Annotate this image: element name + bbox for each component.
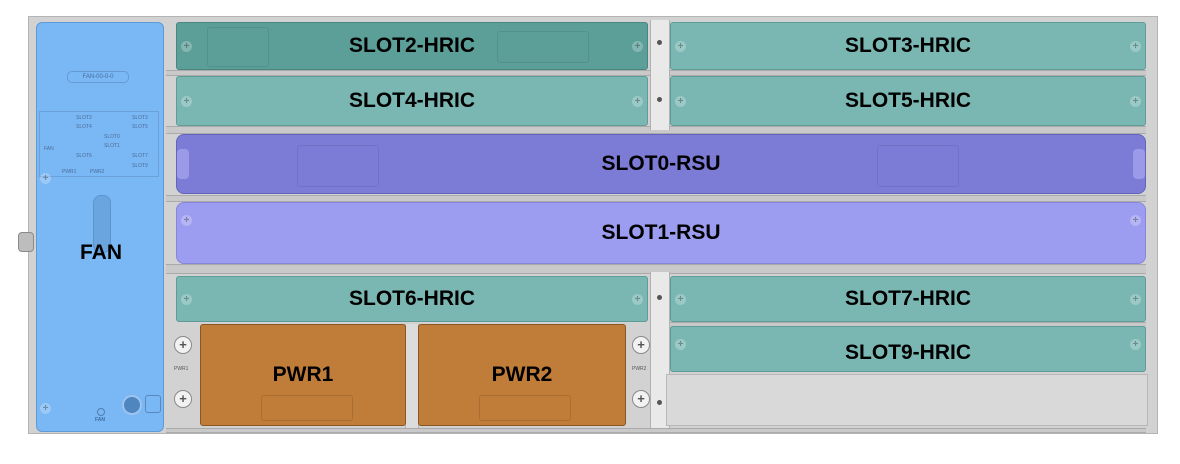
fan-model-tag: FAN-00-0-0 xyxy=(67,71,129,83)
slot2-card[interactable]: + + SLOT2-HRIC xyxy=(176,22,648,70)
slot9-screw-icon: + xyxy=(1130,339,1141,350)
fan-label: FAN xyxy=(80,241,122,264)
fan-map-label: SLOT6 xyxy=(76,153,92,159)
fan-led-icon xyxy=(97,408,105,416)
slot6-card[interactable]: + + SLOT6-HRIC xyxy=(176,276,648,322)
fan-screw-icon: + xyxy=(40,403,51,414)
slot2-screw-icon: + xyxy=(181,41,192,52)
slot2-screw-icon: + xyxy=(632,41,643,52)
slot3-card[interactable]: + + SLOT3-HRIC xyxy=(670,22,1146,70)
fan-map-label: SLOT7 xyxy=(132,153,148,159)
slot7-screw-icon: + xyxy=(1130,294,1141,305)
empty-slot-bay xyxy=(666,374,1148,426)
slot7-card[interactable]: + + SLOT7-HRIC xyxy=(670,276,1146,322)
esd-icon xyxy=(145,395,161,413)
pwr1-handle-outline xyxy=(261,395,353,421)
fan-map-label: SLOT4 xyxy=(76,124,92,130)
slot5-screw-icon: + xyxy=(675,96,686,107)
pwr2-module[interactable]: PWR2 xyxy=(418,324,626,426)
slot4-screw-icon: + xyxy=(181,96,192,107)
divider-screw xyxy=(657,295,662,300)
pwr2-handle-outline xyxy=(479,395,571,421)
fan-release-knob[interactable] xyxy=(122,395,142,415)
slot9-card[interactable]: + + SLOT9-HRIC xyxy=(670,326,1146,372)
slot5-screw-icon: + xyxy=(1130,96,1141,107)
fan-map-label: SLOT0 xyxy=(104,134,120,140)
slot4-card[interactable]: + + SLOT4-HRIC xyxy=(176,76,648,126)
slot9-screw-icon: + xyxy=(675,339,686,350)
slot7-label: SLOT7-HRIC xyxy=(845,287,971,310)
pwr1-top-screw-icon[interactable]: + xyxy=(174,336,192,354)
pwr2-tag: PWR2 xyxy=(632,366,647,372)
fan-map-label: FAN xyxy=(44,146,54,152)
fan-map-label: SLOT9 xyxy=(132,163,148,169)
pwr2-top-screw-icon[interactable]: + xyxy=(632,336,650,354)
divider-upper xyxy=(650,20,670,130)
slot0-right-handle[interactable] xyxy=(1133,149,1145,179)
slot1-screw-icon: + xyxy=(1130,215,1141,226)
slot2-label: SLOT2-HRIC xyxy=(349,34,475,57)
card-faceplate-detail xyxy=(877,145,959,187)
divider-screw xyxy=(657,97,662,102)
slot3-label: SLOT3-HRIC xyxy=(845,34,971,57)
divider-screw xyxy=(657,40,662,45)
slot0-card[interactable]: SLOT0-RSU xyxy=(176,134,1146,194)
pwr2-bottom-screw-icon[interactable]: + xyxy=(632,390,650,408)
slot1-card[interactable]: + + SLOT1-RSU xyxy=(176,202,1146,264)
fan-led-label: FAN xyxy=(95,417,105,423)
fan-map-label: SLOT5 xyxy=(132,124,148,130)
slot4-screw-icon: + xyxy=(632,96,643,107)
slot0-label: SLOT0-RSU xyxy=(601,152,721,175)
rail-bottom xyxy=(166,428,1146,433)
fan-map-label: SLOT1 xyxy=(104,143,120,149)
slot6-label: SLOT6-HRIC xyxy=(349,287,475,310)
pwr1-tag: PWR1 xyxy=(174,366,189,372)
card-faceplate-detail xyxy=(297,145,379,187)
slot7-screw-icon: + xyxy=(675,294,686,305)
slot1-label: SLOT1-RSU xyxy=(601,221,721,244)
slot0-left-handle[interactable] xyxy=(177,149,189,179)
slot3-screw-icon: + xyxy=(675,41,686,52)
divider-lower xyxy=(650,272,670,428)
slot5-card[interactable]: + + SLOT5-HRIC xyxy=(670,76,1146,126)
slot6-screw-icon: + xyxy=(632,294,643,305)
card-faceplate-detail xyxy=(497,31,589,63)
fan-map-label: PWR2 xyxy=(90,169,105,175)
fan-module[interactable]: FAN-00-0-0 SLOT2 SLOT3 SLOT4 SLOT5 SLOT0… xyxy=(36,22,164,432)
divider-screw xyxy=(657,400,662,405)
fan-map-label: SLOT3 xyxy=(132,115,148,121)
slot4-label: SLOT4-HRIC xyxy=(349,89,475,112)
card-faceplate-detail xyxy=(207,27,269,67)
slot3-screw-icon: + xyxy=(1130,41,1141,52)
pwr1-bottom-screw-icon[interactable]: + xyxy=(174,390,192,408)
slot9-label: SLOT9-HRIC xyxy=(845,341,971,364)
rail-mid xyxy=(166,195,1146,202)
fan-map-label: PWR1 xyxy=(62,169,77,175)
pwr1-module[interactable]: PWR1 xyxy=(200,324,406,426)
fan-handle[interactable] xyxy=(93,195,111,253)
fan-slot-map: SLOT2 SLOT3 SLOT4 SLOT5 SLOT0 SLOT1 SLOT… xyxy=(39,111,159,177)
fan-screw-icon: + xyxy=(40,173,51,184)
slot6-screw-icon: + xyxy=(181,294,192,305)
slot1-screw-icon: + xyxy=(181,215,192,226)
fan-map-label: SLOT2 xyxy=(76,115,92,121)
pwr2-label: PWR2 xyxy=(491,363,553,386)
slot5-label: SLOT5-HRIC xyxy=(845,89,971,112)
pwr1-label: PWR1 xyxy=(272,363,334,386)
psu-divider xyxy=(405,324,419,428)
chassis-ground-knob xyxy=(18,232,34,252)
